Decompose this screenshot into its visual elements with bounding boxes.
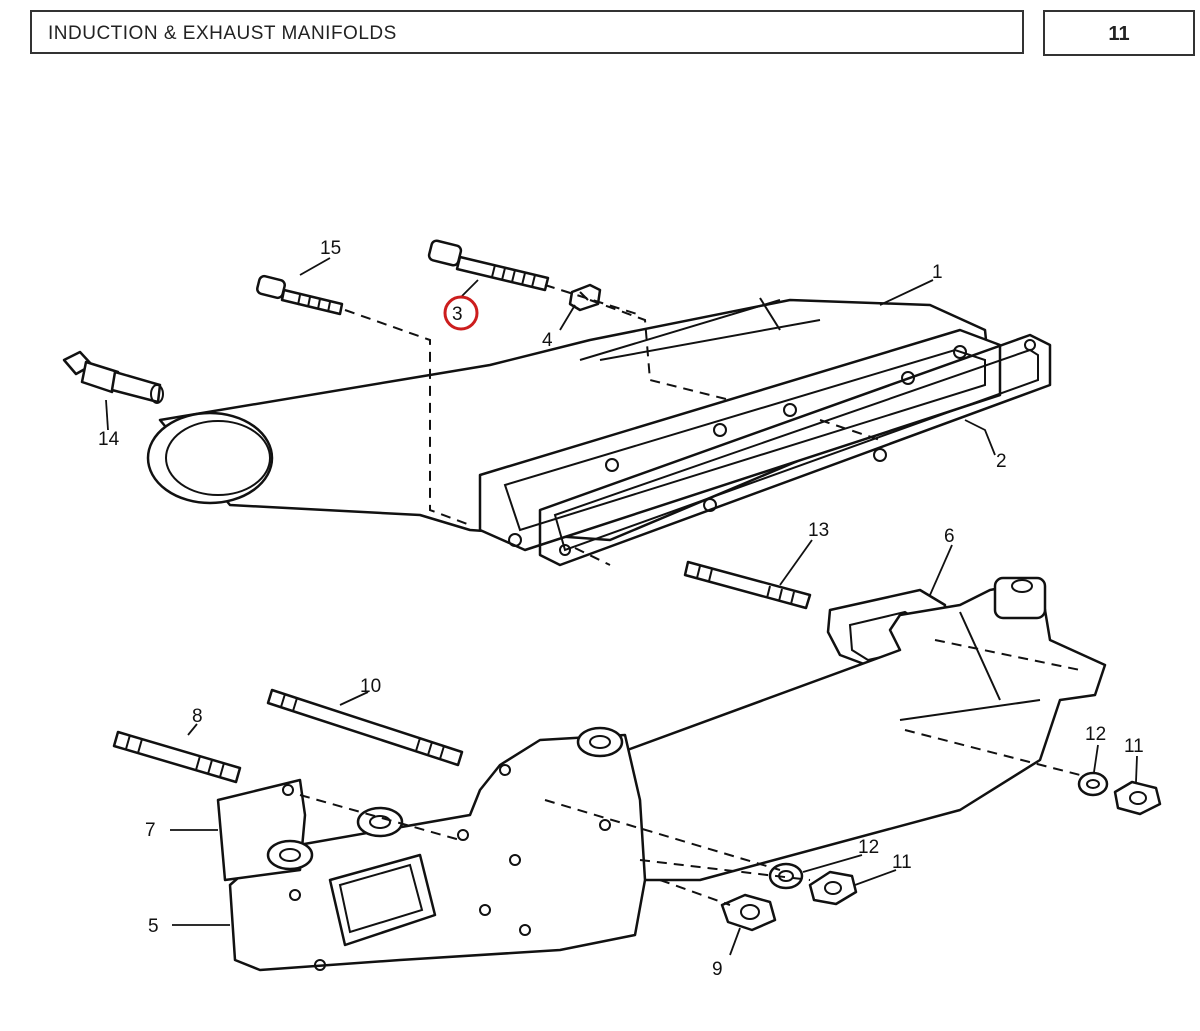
stud-13 (683, 560, 812, 610)
nut-11-upper (1113, 780, 1162, 816)
callout-labels: 15 3 4 1 2 14 13 6 10 8 7 5 9 12 11 12 1… (98, 238, 1144, 980)
callout-1: 1 (932, 262, 943, 283)
bolt-15 (256, 274, 344, 316)
callout-11-lower: 11 (892, 852, 912, 873)
nut-9 (720, 893, 777, 932)
induction-manifold (146, 297, 1002, 552)
page-number-box: 11 (1043, 10, 1195, 56)
stud-8 (112, 730, 242, 784)
manifold-gasket (538, 333, 1052, 567)
callout-7: 7 (145, 820, 156, 841)
callout-15: 15 (320, 238, 341, 259)
callout-12-upper: 12 (1085, 724, 1106, 745)
callout-8: 8 (192, 706, 203, 727)
callout-4: 4 (542, 330, 553, 351)
sensor-14 (62, 350, 164, 404)
stud-10 (266, 688, 464, 767)
nut-11-lower (808, 870, 858, 906)
callout-3: 3 (452, 304, 463, 325)
washer-12-upper (1077, 771, 1109, 797)
diagram-title: INDUCTION & EXHAUST MANIFOLDS (48, 23, 397, 44)
alignment-lines (299, 284, 1081, 906)
page-number: 11 (1108, 23, 1130, 45)
callout-6: 6 (944, 526, 955, 547)
bolt-3 (427, 239, 550, 292)
callout-14: 14 (98, 429, 120, 450)
callout-12-lower: 12 (858, 837, 879, 858)
diagram-title-box: INDUCTION & EXHAUST MANIFOLDS (30, 10, 1024, 54)
callout-11-upper: 11 (1124, 736, 1144, 757)
callout-10: 10 (360, 676, 381, 697)
leader-lines (105, 257, 1138, 956)
callout-13: 13 (808, 520, 829, 541)
highlight-circle (443, 295, 479, 331)
callout-2: 2 (996, 451, 1007, 472)
callout-5: 5 (148, 916, 159, 937)
exhaust-manifold (216, 576, 1107, 972)
callout-9: 9 (712, 959, 723, 980)
